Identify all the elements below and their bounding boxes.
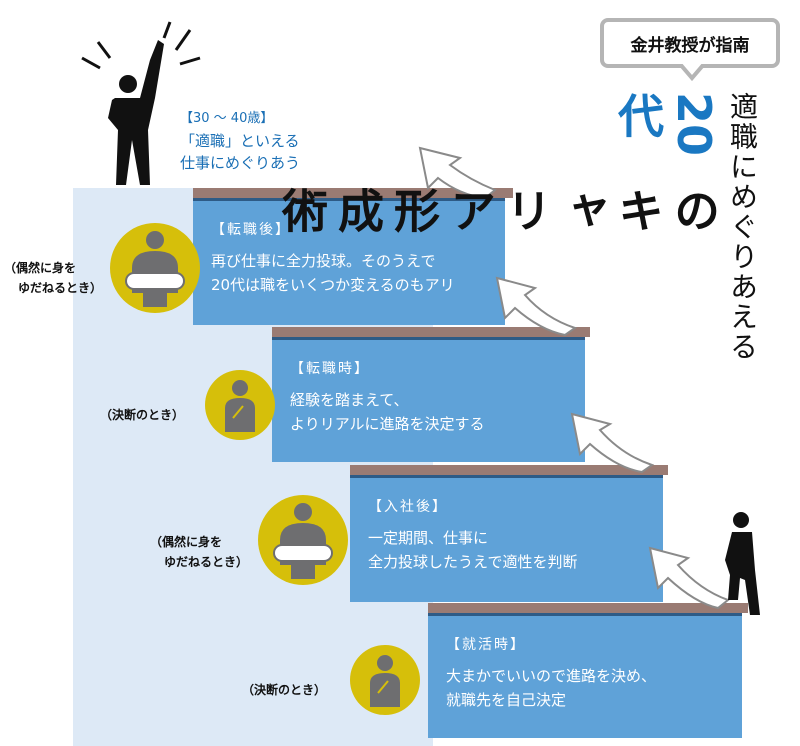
subtitle: 適職にめぐりあえる [726,92,759,362]
step-text: 大まかでいいので進路を決め、 [446,667,657,685]
step-tag: 【転職後】 [211,222,291,238]
caption: （決断のとき） [242,683,327,697]
step-text: 就職先を自己決定 [446,691,567,709]
step-box-after-job-change: 【転職後】 再び仕事に全力投球。そのうえで 20代は職をいくつか変えるのもアリ [193,198,505,325]
title-accent: 20代 [611,92,721,157]
bubble-tail [680,64,704,82]
caption: （決断のとき） [100,408,185,422]
goal-line: 「適職」といえる [180,132,300,150]
step-box-job-hunting: 【就活時】 大まかでいいので進路を決め、 就職先を自己決定 [428,613,742,738]
goal-line: 仕事にめぐりあう [180,154,301,172]
step-tag: 【入社後】 [368,499,448,515]
step-text: 20代は職をいくつか変えるのもアリ [211,276,455,294]
step-text: 経験を踏まえて、 [290,391,409,409]
curved-arrow-icon [418,146,731,610]
speech-bubble: 金井教授が指南 [600,18,780,68]
lifebuoy-person-icon [258,495,348,585]
goal-age: 【30 ～ 40歳】 [180,111,274,126]
step-text: 再び仕事に全力投球。そのうえで [211,252,436,270]
thinking-person-icon [205,370,275,440]
goal-text: 【30 ～ 40歳】 「適職」といえる 仕事にめぐりあう [180,108,300,174]
caption: （偶然に身をゆだねるとき） [150,535,249,569]
walking-person-icon [725,512,760,615]
step-tag: 【就活時】 [446,637,526,653]
step-text: 全力投球したうえで適性を判断 [368,553,578,571]
step-ledge [350,465,668,475]
step-box-job-change: 【転職時】 経験を踏まえて、 よりリアルに進路を決定する [272,337,585,462]
step-ledge [193,188,513,198]
step-tag: 【転職時】 [290,361,370,377]
title-main: のキャリア形成術 [275,187,721,233]
step-box-after-joining: 【入社後】 一定期間、仕事に 全力投球したうえで適性を判断 [350,475,663,602]
step-ledge [428,603,748,613]
cheering-person-icon [81,21,201,185]
thinking-person-icon [350,645,420,715]
step-text: 一定期間、仕事に [368,529,489,547]
step-ledge [272,327,590,337]
lifebuoy-person-icon [110,223,200,313]
caption: （偶然に身をゆだねるとき） [4,261,103,295]
step-text: よりリアルに進路を決定する [290,415,485,433]
